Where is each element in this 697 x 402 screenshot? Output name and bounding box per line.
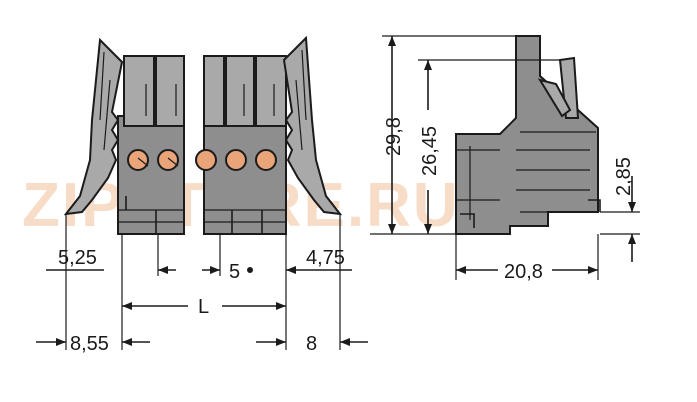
dim-right-overall: 8 bbox=[306, 333, 317, 355]
dim-length: L bbox=[198, 296, 209, 318]
contact-pin bbox=[224, 149, 248, 171]
dim-latch-height: 2,85 bbox=[613, 157, 635, 196]
front-dimensions: 5,25 5 4,75 L 8,55 8 bbox=[36, 214, 368, 355]
right-latch bbox=[282, 35, 343, 216]
contact-pin bbox=[156, 149, 180, 171]
side-housing bbox=[455, 35, 599, 235]
side-dimensions: 29,8 26,45 20,8 2,85 bbox=[370, 35, 640, 283]
front-view-left bbox=[63, 37, 185, 235]
contact-pin bbox=[126, 149, 150, 171]
dim-pitch: 5 bbox=[229, 261, 240, 283]
dim-left-offset: 5,25 bbox=[58, 247, 97, 269]
left-housing bbox=[117, 115, 185, 235]
dim-depth: 20,8 bbox=[504, 261, 543, 283]
dim-right-offset: 4,75 bbox=[306, 247, 345, 269]
contact-pin bbox=[194, 149, 218, 171]
dim-height-total: 29,8 bbox=[383, 117, 405, 156]
dim-left-overall: 8,55 bbox=[70, 333, 109, 355]
left-latch bbox=[63, 37, 124, 216]
front-view-right bbox=[194, 35, 343, 235]
dim-height-inner: 26,45 bbox=[419, 126, 441, 176]
contact-pin bbox=[254, 149, 278, 171]
right-housing bbox=[203, 115, 287, 235]
side-view bbox=[455, 35, 601, 235]
